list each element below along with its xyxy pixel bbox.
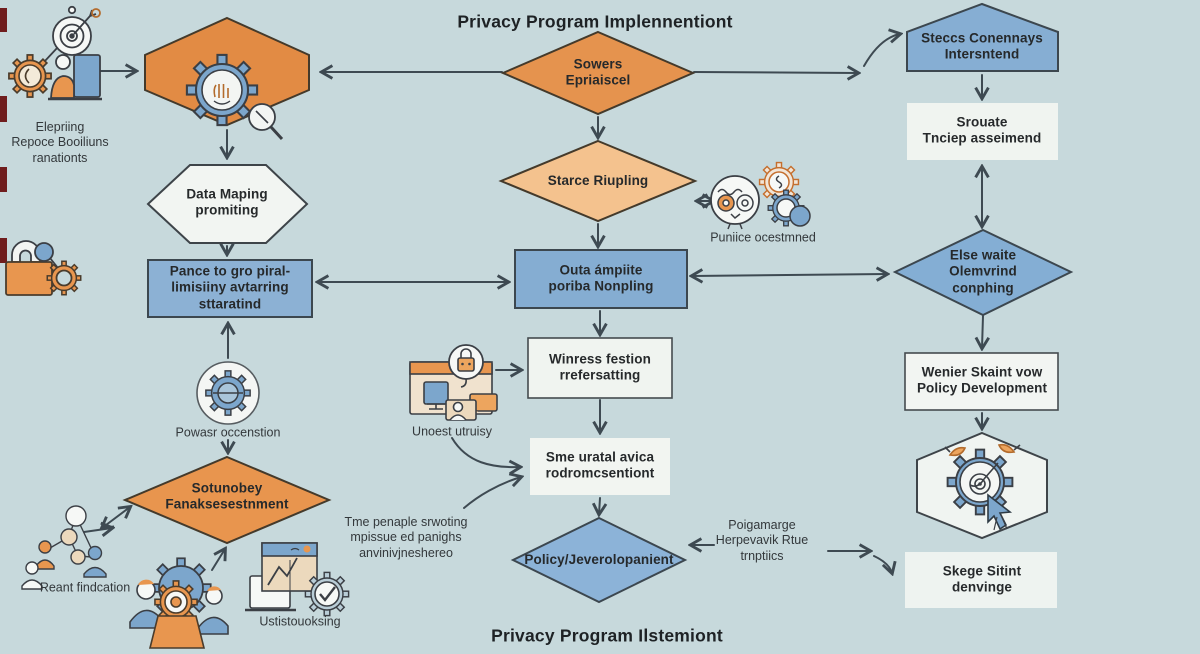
srouate-rect: [907, 103, 1058, 160]
shapes: [122, 2, 1074, 608]
winress-rect: [527, 337, 673, 399]
steccs-pentagon: [906, 2, 1059, 72]
small-gear-icon: [8, 54, 52, 98]
connectors: [83, 34, 983, 573]
skege-rect: [905, 552, 1057, 608]
target-gear-cursor-icon: [944, 443, 1021, 531]
user-privacy-icon: [409, 344, 498, 421]
wenier-rect: [904, 352, 1059, 411]
network-people-icon: [21, 505, 107, 590]
padlock-gear-icon: [5, 240, 82, 296]
target-goal-icon: [43, 5, 101, 63]
person-desk-icon: [48, 54, 102, 101]
pance-rect: [147, 259, 313, 318]
edge-marks: [0, 8, 7, 263]
sme-rect: [530, 438, 670, 495]
monitoring-dashboard-icon: [245, 542, 350, 617]
sowers-diamond: [500, 30, 696, 116]
review-owl-gears-icon: [710, 161, 811, 230]
process-gear-icon: [196, 361, 260, 425]
outa-rect: [514, 249, 688, 309]
else-diamond: [892, 228, 1074, 317]
sotunobey-diamond: [122, 455, 332, 545]
policy-diamond: [510, 516, 688, 604]
audit-gear-magnifier-icon: [185, 53, 284, 141]
teamwork-gears-icon: [129, 557, 229, 649]
starce-diamond: [498, 139, 698, 223]
data-mapping-hexagon: [146, 164, 309, 244]
